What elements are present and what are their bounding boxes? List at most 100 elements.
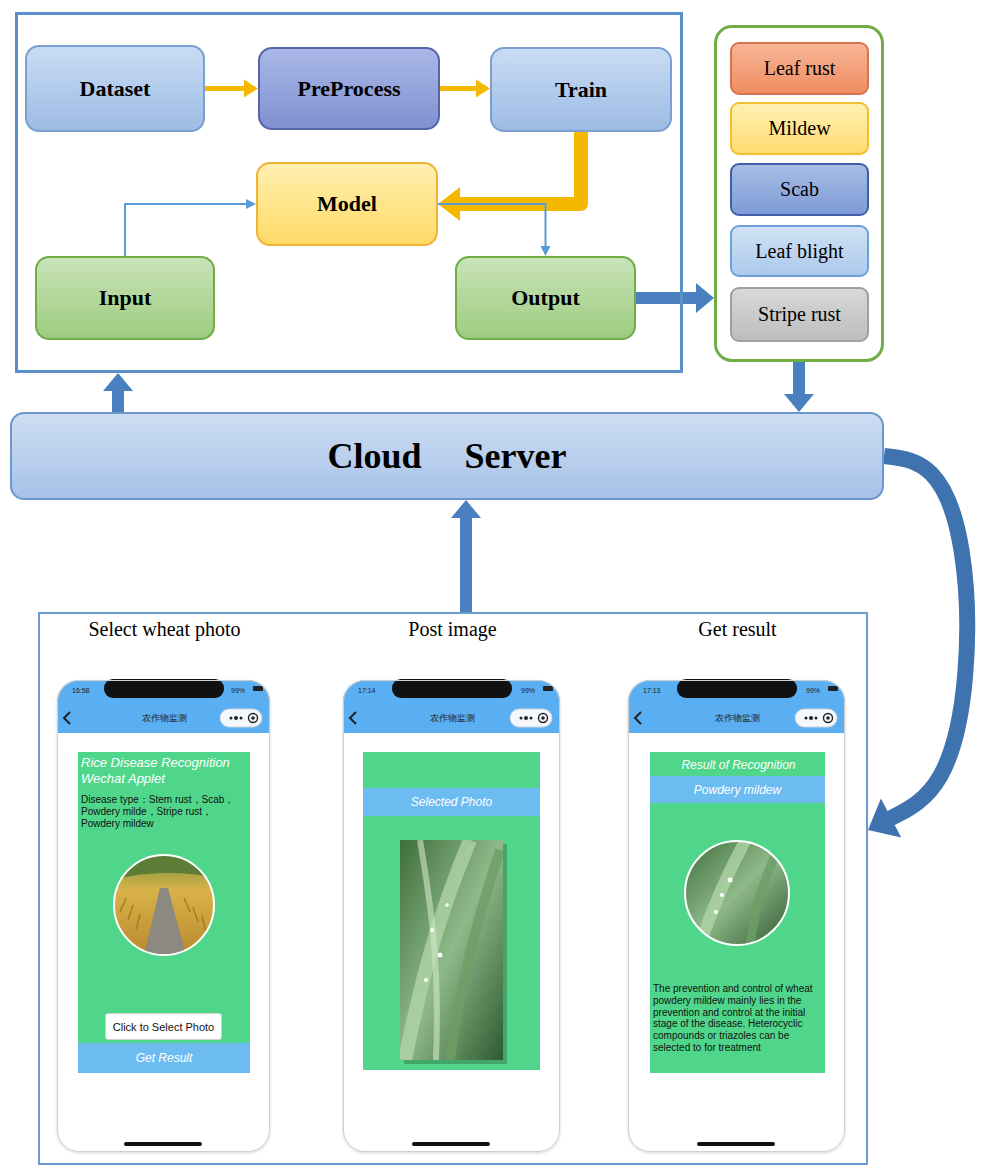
connector-line xyxy=(459,132,581,204)
page-title: 农作物监测 xyxy=(629,712,846,725)
menu-capsule xyxy=(510,709,552,727)
mildew-spot xyxy=(438,953,443,958)
connector xyxy=(205,80,258,98)
connector-line xyxy=(460,517,472,612)
connector xyxy=(868,456,967,838)
advice-text: The prevention and control of wheat powd… xyxy=(653,983,823,1054)
connector xyxy=(440,80,490,98)
leaf-blade xyxy=(700,841,745,945)
app-description: Disease type：Stem rust，Scab，Powdery mild… xyxy=(81,794,247,830)
io-box: Input xyxy=(35,256,215,340)
app-panel: Select wheat photo16:5899%农作物监测Rice Dise… xyxy=(38,612,868,1165)
process-box: Train xyxy=(490,47,672,132)
wheat-stalks xyxy=(120,898,206,932)
connector xyxy=(451,500,481,612)
connector xyxy=(103,373,133,412)
tree-line xyxy=(114,855,214,880)
status-time: 17:14 xyxy=(358,687,376,694)
node-label: Output xyxy=(511,285,579,311)
phone-screen: Get result17:1399%农作物监测Result of Recogni… xyxy=(628,680,845,1152)
close-icon xyxy=(826,716,830,720)
node-label: Train xyxy=(555,77,607,103)
connector-line xyxy=(125,204,247,256)
connector-line xyxy=(112,390,124,412)
page-title: 农作物监测 xyxy=(344,712,561,725)
node-label: Input xyxy=(99,285,152,311)
model-box: Model xyxy=(256,162,438,246)
node-label: Powdery mildew xyxy=(694,783,781,797)
class-box: Mildew xyxy=(730,102,869,155)
leaf-blade xyxy=(405,840,470,1060)
leaf-blade xyxy=(750,845,780,945)
node-label: Selected Photo xyxy=(411,795,492,809)
menu-capsule xyxy=(220,709,262,727)
node-label: Mildew xyxy=(768,117,830,140)
screen-card xyxy=(78,752,250,1073)
menu-dot xyxy=(809,716,813,720)
app-title: Rice Disease Recognition Wechat Applet xyxy=(81,755,247,788)
leaf-blade xyxy=(420,840,437,1060)
node-label: Cloud Server xyxy=(328,435,567,477)
mildew-spot xyxy=(714,910,718,914)
connector xyxy=(438,204,551,256)
leaf-blade xyxy=(450,850,500,1060)
back-icon xyxy=(635,712,641,724)
phone-notch xyxy=(392,679,512,698)
home-indicator xyxy=(124,1142,202,1146)
phone-heading: Select wheat photo xyxy=(18,618,311,641)
result-title: Result of Recognition xyxy=(651,758,826,772)
connector-line xyxy=(636,292,697,304)
page-title: 农作物监测 xyxy=(58,712,271,725)
leaf-photo xyxy=(400,840,503,1060)
home-indicator xyxy=(697,1142,775,1146)
photo-banner: Selected Photo xyxy=(363,788,540,816)
leaf-photo xyxy=(400,840,503,1060)
menu-dot xyxy=(240,717,243,720)
back-icon xyxy=(64,712,70,724)
mildew-spot xyxy=(728,878,733,883)
server-band: Cloud Server xyxy=(10,412,884,500)
phone-header xyxy=(343,702,560,733)
menu-dot xyxy=(524,716,528,720)
phone-header xyxy=(343,680,560,733)
leaf-photo xyxy=(685,841,789,945)
phone-heading: Get result xyxy=(589,618,886,641)
pipeline-panel: Dataset PreProcess TrainModelInput Output xyxy=(15,12,683,373)
phone-header xyxy=(628,702,845,733)
node-label: Leaf rust xyxy=(764,57,836,80)
field-photo xyxy=(114,855,214,955)
node-label: PreProcess xyxy=(297,76,400,102)
connector-line xyxy=(438,204,546,247)
result-banner: Powdery mildew xyxy=(650,776,825,803)
menu-dot xyxy=(230,717,233,720)
node-label: Model xyxy=(317,191,377,217)
phone-header xyxy=(57,702,270,733)
phone-notch xyxy=(104,679,224,698)
close-icon xyxy=(541,716,545,720)
phone-screen: Post image17:1499%农作物监测Selected Photo xyxy=(343,680,560,1152)
class-box: Scab xyxy=(730,163,869,216)
arrow-head xyxy=(784,394,814,412)
status-battery: 99% xyxy=(521,687,535,694)
result-button: Get Result xyxy=(78,1043,250,1073)
mildew-spot xyxy=(720,893,724,897)
arrow-head xyxy=(103,373,133,391)
class-box: Stripe rust xyxy=(730,287,869,342)
connector xyxy=(636,283,714,313)
connector-line xyxy=(793,362,805,395)
phone-notch xyxy=(677,679,797,698)
arrow-head xyxy=(868,798,901,837)
status-time: 16:58 xyxy=(72,687,90,694)
connector-line xyxy=(884,456,967,818)
menu-capsule xyxy=(795,709,837,727)
arrow-head xyxy=(696,283,714,313)
process-box: Dataset xyxy=(25,45,205,132)
select-button: Click to Select Photo xyxy=(105,1013,223,1040)
field-photo xyxy=(114,855,214,955)
screen-card xyxy=(650,752,825,1073)
mildew-spot xyxy=(424,978,428,982)
menu-dot xyxy=(234,716,238,720)
node-label: Leaf blight xyxy=(755,240,843,263)
phone-header xyxy=(57,680,270,733)
